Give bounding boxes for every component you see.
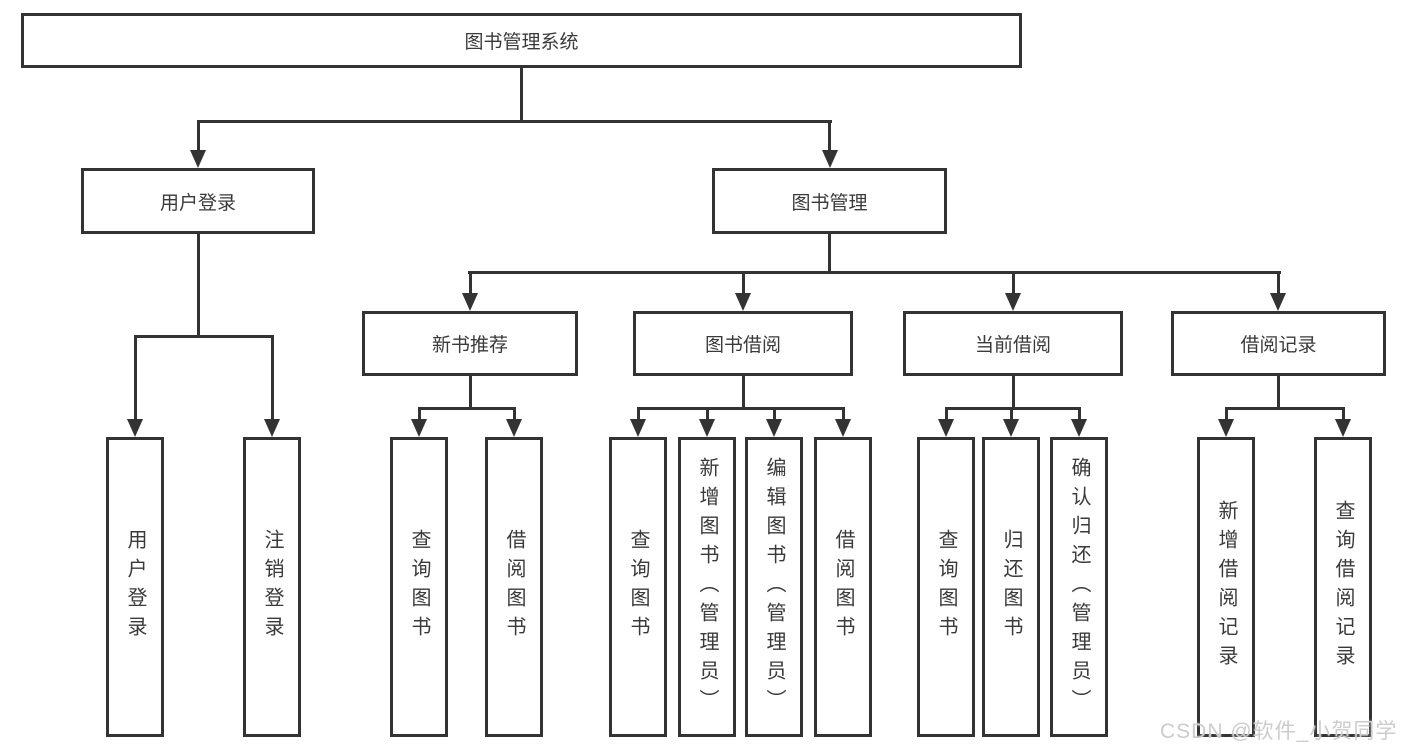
node-borrow-record: 借阅记录 [1171,311,1386,376]
arrowhead-down-icon [1270,293,1286,311]
node-book-borrow: 图书借阅 [633,311,853,376]
arrowhead-down-icon [835,419,851,437]
connector-book-borrow-branch [636,407,845,410]
arrowhead-down-icon [1335,419,1351,437]
node-root: 图书管理系统 [21,13,1022,68]
leaf-newbook-query: 查询图书 [390,437,448,737]
connector-line [468,271,472,295]
arrowhead-down-icon [735,293,751,311]
leaf-newbook-borrow: 借阅图书 [485,437,543,737]
connector-borrow-record-stem [1276,376,1280,407]
connector-current-borrow-stem [1011,376,1015,407]
connector-book-mgmt-stem [828,234,831,271]
arrowhead-down-icon [264,419,280,437]
connector-line [1224,407,1228,421]
connector-line [1011,271,1015,295]
leaf-current-return: 归还图书 [982,437,1040,737]
arrowhead-down-icon [938,419,954,437]
arrowhead-down-icon [1005,293,1021,311]
connector-current-borrow-branch [944,407,1081,410]
connector-user-login-stem [196,234,200,335]
arrowhead-down-icon [821,150,838,168]
connector-new-book-branch [417,407,516,410]
connector-line [417,407,421,421]
arrowhead-down-icon [190,150,206,168]
connector-line [705,407,709,421]
node-user-login: 用户登录 [81,168,315,234]
connector-borrow-record-branch [1224,407,1345,410]
leaf-logout: 注销登录 [243,437,301,737]
leaf-borrow-borrow: 借阅图书 [814,437,872,737]
connector-book-borrow-stem [741,376,745,407]
node-new-book-recommend: 新书推荐 [362,311,578,376]
connector-line [841,407,845,421]
arrowhead-down-icon [630,419,646,437]
connector-new-book-stem [468,376,472,407]
connector-line [1341,407,1345,421]
arrowhead-down-icon [462,293,478,311]
connector-user-login-branch [133,335,274,338]
leaf-record-add: 新增借阅记录 [1197,437,1255,737]
leaf-current-confirm-admin: 确认归还（管理员） [1050,437,1108,737]
connector-line [1276,271,1280,295]
connector-book-mgmt-branch [468,271,1281,274]
connector-line [512,407,516,421]
arrowhead-down-icon [411,419,427,437]
arrowhead-down-icon [766,419,782,437]
arrowhead-down-icon [1071,419,1087,437]
connector-line [133,335,137,421]
node-current-borrow: 当前借阅 [903,311,1123,376]
connector-line [636,407,640,421]
connector-line [1077,407,1081,421]
arrowhead-down-icon [1218,419,1234,437]
connector-line [270,335,274,421]
leaf-user-login: 用户登录 [106,437,164,737]
leaf-borrow-query: 查询图书 [609,437,667,737]
leaf-borrow-add-admin: 新增图书（管理员） [678,437,736,737]
node-book-management: 图书管理 [712,168,947,234]
connector-root-branch [196,120,832,123]
connector-root-stem [519,68,523,121]
connector-line [196,120,200,152]
arrowhead-down-icon [506,419,522,437]
arrowhead-down-icon [1003,419,1019,437]
arrowhead-down-icon [699,419,715,437]
arrowhead-down-icon [127,419,143,437]
connector-line [944,407,948,421]
connector-line [1009,407,1013,421]
leaf-borrow-edit-admin: 编辑图书（管理员） [745,437,803,737]
connector-line [741,271,745,295]
connector-line [828,120,831,152]
connector-line [772,407,776,421]
csdn-watermark: CSDN @软件_小贺同学 [1160,720,1398,743]
leaf-record-query: 查询借阅记录 [1314,437,1372,737]
leaf-current-query: 查询图书 [917,437,975,737]
